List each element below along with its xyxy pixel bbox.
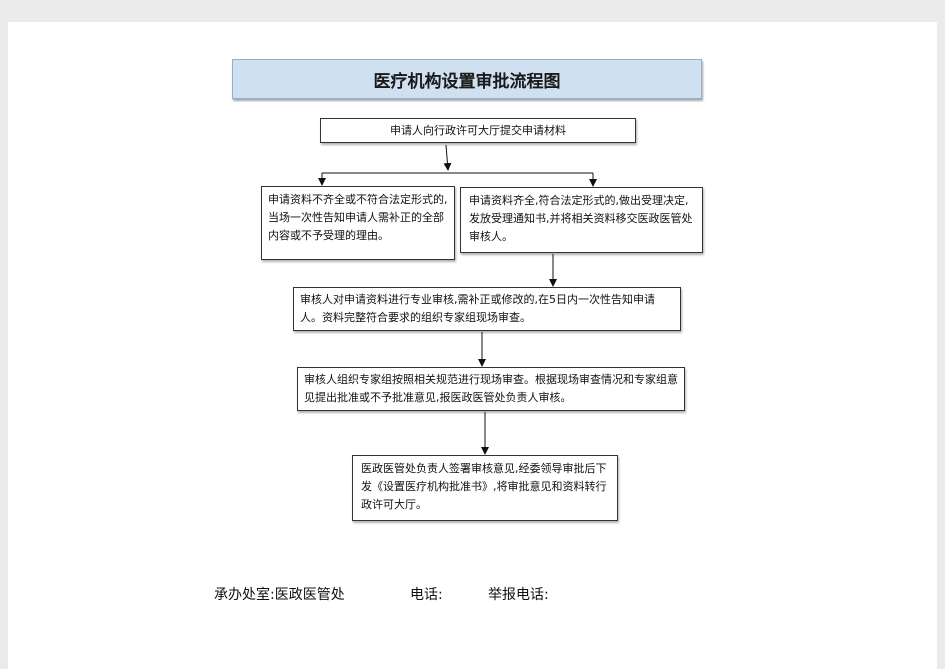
step-final-box: 医政医管处负责人签署审核意见,经委领导审批后下发《设置医疗机构批准书》,将审批意…: [352, 455, 618, 521]
step-submit-text: 申请人向行政许可大厅提交申请材料: [390, 124, 566, 137]
arrow-submit-to-split: [443, 144, 452, 171]
step-onsite-box: 审核人组织专家组按照相关规范进行现场审查。根据现场审查情况和专家组意见提出批准或…: [297, 367, 685, 411]
step-onsite-text: 审核人组织专家组按照相关规范进行现场审查。根据现场审查情况和专家组意见提出批准或…: [304, 373, 678, 404]
step-final-text: 医政医管处负责人签署审核意见,经委领导审批后下发《设置医疗机构批准书》,将审批意…: [361, 462, 607, 511]
step-review-text: 审核人对申请资料进行专业审核,需补正或修改的,在5日内一次性告知申请人。资料完整…: [300, 293, 655, 324]
footer-report-phone: 举报电话:: [488, 587, 549, 603]
step-review-box: 审核人对申请资料进行专业审核,需补正或修改的,在5日内一次性告知申请人。资料完整…: [293, 287, 681, 331]
flowchart-title: 医疗机构设置审批流程图: [232, 59, 702, 99]
step-accept-text: 申请资料齐全,符合法定形式的,做出受理决定,发放受理通知书,并将相关资料移交医政…: [469, 194, 693, 243]
step-submit-box: 申请人向行政许可大厅提交申请材料: [320, 118, 636, 143]
step-reject-box: 申请资料不齐全或不符合法定形式的,当场一次性告知申请人需补正的全部内容或不予受理…: [261, 186, 455, 260]
footer-phone: 电话:: [410, 587, 443, 603]
step-accept-box: 申请资料齐全,符合法定形式的,做出受理决定,发放受理通知书,并将相关资料移交医政…: [460, 187, 703, 253]
footer-office: 承办处室:医政医管处: [214, 587, 345, 603]
step-reject-text: 申请资料不齐全或不符合法定形式的,当场一次性告知申请人需补正的全部内容或不予受理…: [268, 193, 448, 242]
